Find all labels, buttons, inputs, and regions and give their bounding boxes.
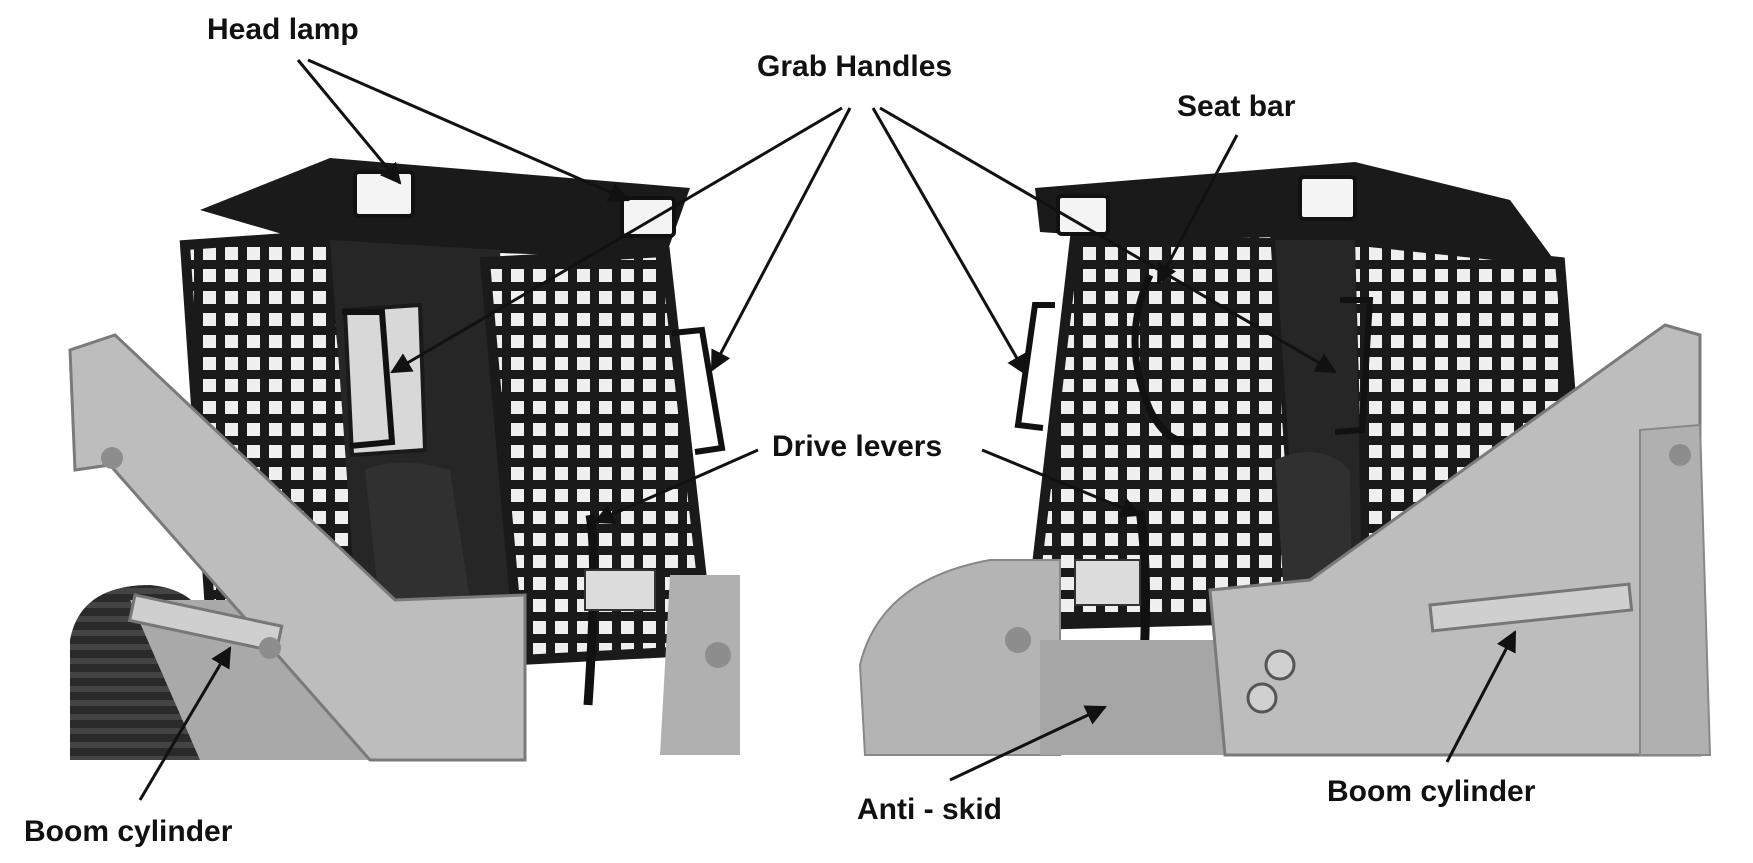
arrow-grab-handles-2 [710,107,852,372]
label-seat-bar: Seat bar [1177,90,1296,123]
right-coupler-2 [1246,682,1278,714]
label-grab-handles: Grab Handles [757,50,953,83]
arrow-seat-bar [1156,134,1239,285]
left-head-lamp-1 [353,170,415,218]
arrow-head-lamp-2 [307,58,630,203]
label-boom-cylinder-left: Boom cylinder [24,815,233,848]
left-head-lamp-2 [620,196,676,238]
left-decal [584,569,656,611]
arrow-head-lamp-1 [296,59,402,185]
right-grab-handle-left [1014,302,1055,431]
right-coupler-1 [1264,649,1296,681]
arrow-boom-cylinder-left [138,646,232,801]
arrow-drive-levers-right [981,448,1142,518]
label-drive-levers: Drive levers [772,430,943,463]
right-boom-cylinder [1428,582,1634,633]
right-head-lamp-1 [1056,194,1110,236]
left-pivot-bolt-3 [705,642,731,668]
left-pivot-bolt [101,447,123,469]
leader-lines [138,58,1517,801]
left-boom-cylinder [127,593,284,654]
right-head-lamp-2 [1298,175,1357,221]
arrow-drive-levers-left [593,448,759,524]
label-boom-cylinder-right: Boom cylinder [1327,775,1536,808]
right-body-front [858,559,1061,756]
right-cab-roof [1035,162,1560,268]
left-grab-handle-inner [342,309,396,449]
left-boom-arm [68,333,527,762]
label-anti-skid: Anti - skid [857,793,1003,826]
right-grab-handle-right [1334,297,1374,435]
right-seat-bar [1131,273,1202,446]
right-machine-photo [858,162,1712,757]
label-head-lamp: Head lamp [207,13,359,46]
right-pivot-bolt [1005,627,1031,653]
left-pivot-bolt-2 [259,637,281,659]
arrow-boom-cylinder-right [1445,630,1517,763]
right-boom-arm [1208,323,1702,757]
right-body-floor [1040,640,1225,755]
arrow-grab-handles-3 [871,107,1028,376]
left-machine-photo [68,158,740,762]
right-pivot-bolt-2 [1669,444,1691,466]
right-boom-plate [1639,423,1712,756]
right-decal [1074,559,1141,606]
arrow-grab-handles-1 [390,106,843,374]
left-body-front [660,575,740,755]
arrow-anti-skid [949,705,1107,782]
left-seat [365,462,470,610]
arrow-grab-handles-4 [879,106,1337,374]
left-grab-handle-outer [671,326,726,455]
